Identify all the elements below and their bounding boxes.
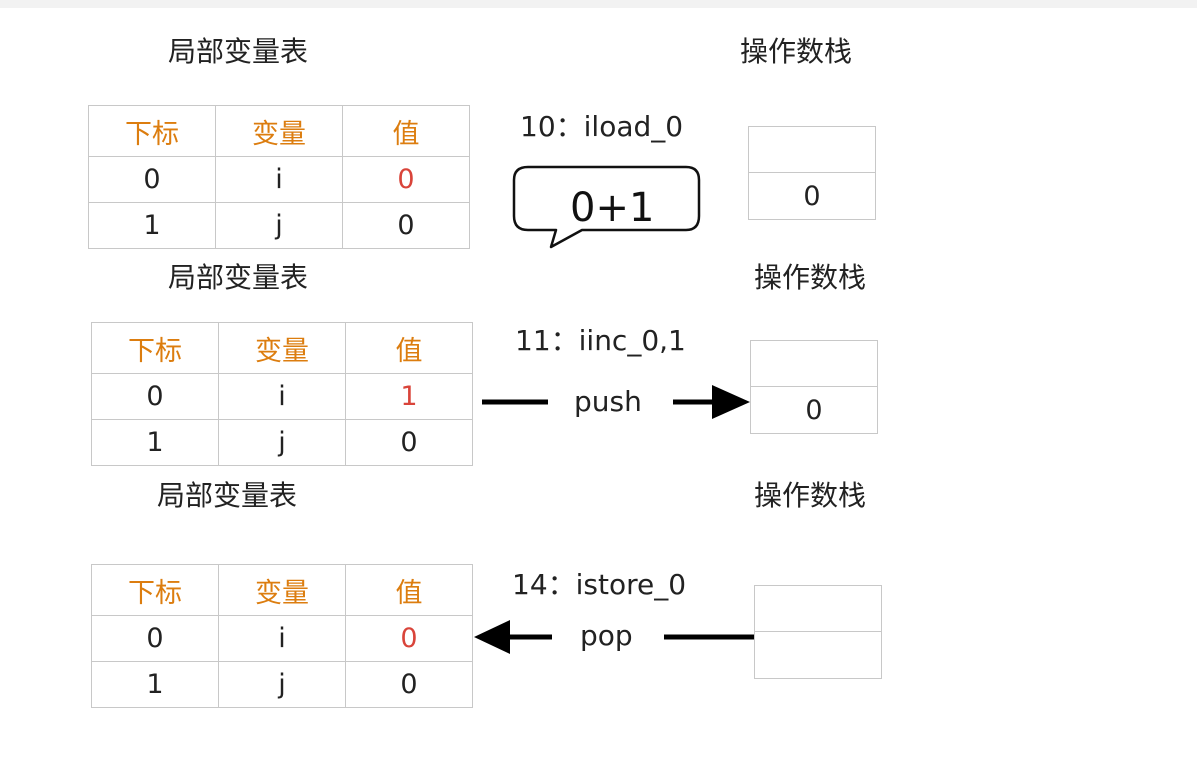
local-variable-table: 下标 变量 值 0 i 1 1 j 0 (91, 322, 473, 466)
stack-slot: 0 (805, 394, 823, 426)
col-header-variable: 变量 (218, 564, 346, 616)
table-row: 0 i 0 (91, 615, 473, 662)
speech-bubble (512, 165, 701, 249)
cell-value: 0 (345, 419, 473, 466)
operand-stack (754, 585, 882, 679)
cell-value: 1 (345, 373, 473, 420)
local-variable-table-title: 局部变量表 (168, 261, 309, 294)
table-row: 1 j 0 (91, 419, 473, 466)
cell-variable: j (215, 202, 343, 249)
cell-value: 0 (342, 202, 470, 249)
cell-variable: j (218, 661, 346, 708)
local-variable-table-title: 局部变量表 (168, 35, 309, 68)
instruction-label: 10：iload_0 (520, 110, 684, 143)
col-header-value: 值 (345, 564, 473, 616)
cell-index: 1 (91, 419, 219, 466)
cell-value: 0 (345, 615, 473, 662)
operand-stack-title: 操作数栈 (740, 35, 853, 68)
table-row: 1 j 0 (91, 661, 473, 708)
operand-stack: 0 (748, 126, 876, 220)
operand-stack-title: 操作数栈 (754, 479, 867, 512)
pop-arrow-icon (474, 620, 510, 654)
cell-index: 1 (88, 202, 216, 249)
cell-index: 0 (88, 156, 216, 203)
table-row: 1 j 0 (88, 202, 470, 249)
local-variable-table: 下标 变量 值 0 i 0 1 j 0 (91, 564, 473, 708)
table-row: 0 i 1 (91, 373, 473, 420)
push-label: push (574, 385, 642, 418)
cell-index: 0 (91, 615, 219, 662)
col-header-variable: 变量 (218, 322, 346, 374)
col-header-index: 下标 (91, 564, 219, 616)
stack-slot (755, 586, 881, 632)
operand-stack: 0 (750, 340, 878, 434)
col-header-index: 下标 (91, 322, 219, 374)
cell-value: 0 (345, 661, 473, 708)
cell-variable: i (218, 373, 346, 420)
local-variable-table-title: 局部变量表 (157, 479, 298, 512)
cell-variable: j (218, 419, 346, 466)
col-header-value: 值 (345, 322, 473, 374)
instruction-label: 11：iinc_0,1 (515, 324, 686, 357)
col-header-index: 下标 (88, 105, 216, 157)
push-arrow-icon (712, 385, 750, 419)
col-header-variable: 变量 (215, 105, 343, 157)
stack-slot (749, 127, 875, 173)
pop-label: pop (580, 619, 633, 652)
bubble-text: 0+1 (570, 185, 655, 231)
cell-index: 0 (91, 373, 219, 420)
local-variable-table: 下标 变量 值 0 i 0 1 j 0 (88, 105, 470, 249)
stack-slot: 0 (803, 180, 821, 212)
instruction-label: 14：istore_0 (512, 568, 687, 601)
cell-value: 0 (342, 156, 470, 203)
cell-variable: i (218, 615, 346, 662)
operand-stack-title: 操作数栈 (754, 261, 867, 294)
stack-slot (751, 341, 877, 387)
